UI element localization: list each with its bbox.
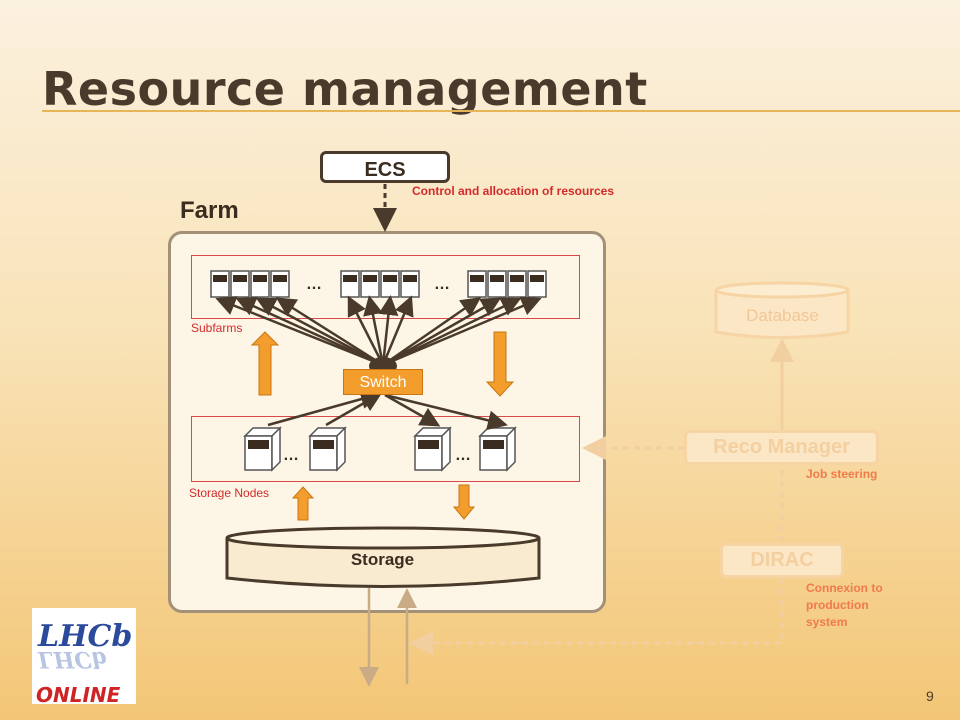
- connexion-line-3: system: [806, 615, 848, 629]
- slide-title: Resource management: [42, 62, 648, 116]
- logo-graphic: LHCb LHCb ONLINE: [32, 608, 136, 704]
- subfarm-group-2: [340, 270, 420, 298]
- ecs-box: ECS: [320, 151, 450, 183]
- job-steering-label: Job steering: [806, 467, 878, 481]
- database-label: Database: [746, 306, 819, 325]
- svg-text:LHCb: LHCb: [37, 646, 107, 672]
- connexion-label: Connexion to production system: [806, 580, 883, 631]
- reco-manager-box: Reco Manager: [684, 430, 879, 465]
- switch-to-subfarm-arrows: [215, 295, 542, 367]
- up-arrow-storage: [291, 486, 315, 521]
- title-underline: [42, 110, 960, 112]
- subfarms-box: [191, 255, 580, 319]
- ellipsis-4: …: [455, 447, 471, 464]
- subfarm-group-1: [210, 270, 290, 298]
- storage-label: Storage: [350, 550, 415, 569]
- down-arrow-storage: [452, 484, 476, 520]
- svg-text:LHCb: LHCb: [37, 619, 132, 654]
- switch-storage-arrows: [267, 389, 508, 431]
- page-number: 9: [926, 688, 934, 704]
- farm-label: Farm: [180, 197, 239, 224]
- ecs-annotation: Control and allocation of resources: [412, 184, 615, 198]
- storage-nodes-label: Storage Nodes: [189, 486, 270, 500]
- dirac-box: DIRAC: [720, 543, 844, 578]
- subfarm-group-3: [467, 270, 547, 298]
- database-cylinder: [714, 281, 850, 339]
- svg-text:ONLINE: ONLINE: [36, 683, 121, 704]
- connexion-line-2: production: [806, 598, 869, 612]
- subfarms-label: Subfarms: [191, 321, 243, 335]
- ellipsis-1: …: [306, 276, 322, 293]
- up-arrow-left: [250, 331, 280, 396]
- lhcb-online-logo: LHCb LHCb ONLINE: [32, 608, 136, 704]
- ellipsis-3: …: [283, 447, 299, 464]
- switch-box: Switch: [343, 369, 423, 395]
- connexion-line-1: Connexion to: [806, 581, 883, 595]
- storage-cylinder: [225, 526, 541, 588]
- dirac-production-link: [409, 578, 784, 655]
- down-arrow-right: [485, 331, 515, 397]
- ellipsis-2: …: [434, 276, 450, 293]
- storage-nodes-box: [191, 416, 580, 482]
